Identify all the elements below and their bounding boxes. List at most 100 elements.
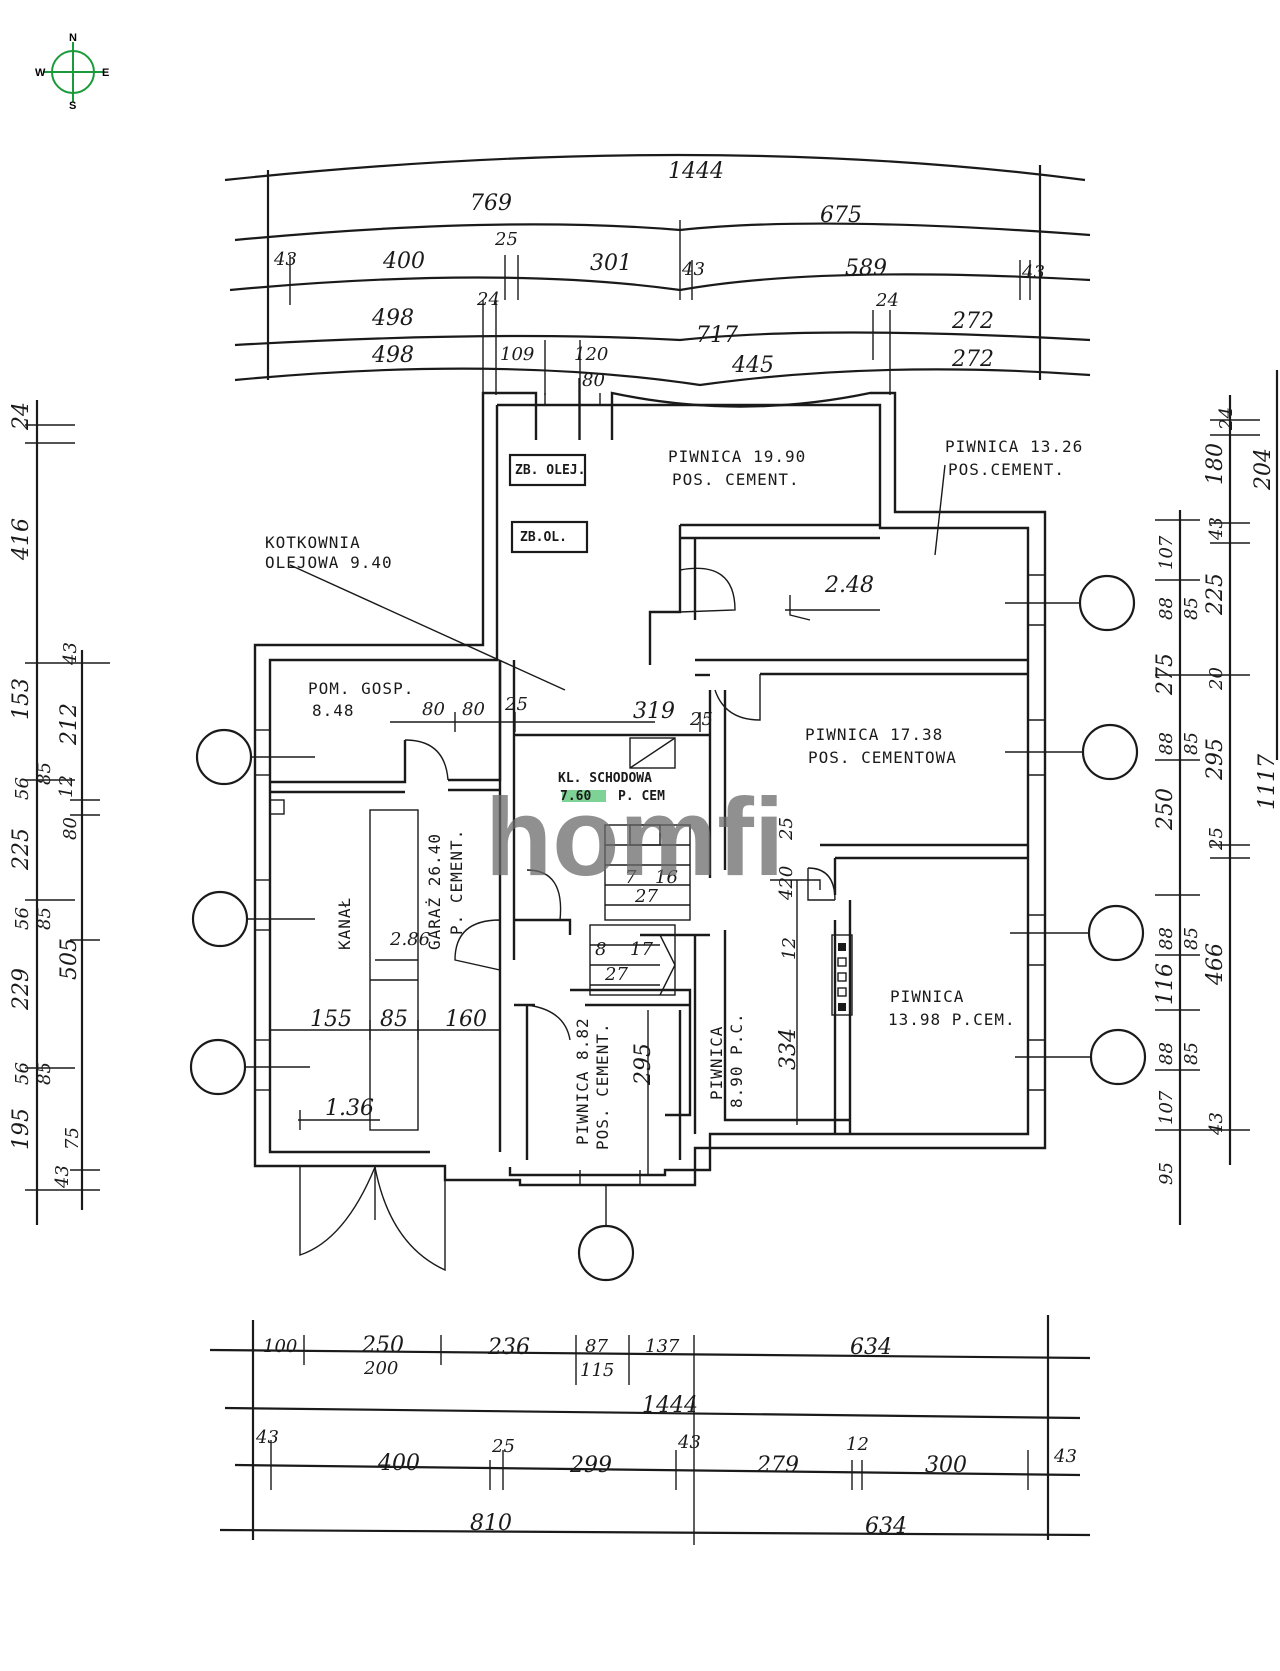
- bot-dim-r1-0: 100: [263, 1336, 297, 1357]
- left-dim-outer-3: 56: [12, 777, 33, 800]
- bot-dim-r3-7: 300: [925, 1453, 967, 1478]
- label-piwnica-890-area: 8.90 P.C.: [727, 1012, 746, 1108]
- bot-dim-r3-1: 400: [377, 1451, 420, 1476]
- stair-2c: 27: [604, 964, 628, 985]
- top-dim-r3-3: 301: [590, 251, 632, 276]
- left-dim-outer-9: 43: [52, 1165, 73, 1189]
- top-dim-total: 1444: [668, 159, 724, 184]
- top-dim-r3-1: 400: [382, 249, 425, 274]
- top-dim-r5-2: 120: [574, 344, 608, 365]
- dim-25b: 25: [689, 709, 713, 730]
- left-dim-inner-5: 85: [34, 907, 55, 930]
- label-kl-schodowa: KL. SCHODOWA: [558, 771, 652, 786]
- top-dim-r4-3: 24: [875, 290, 899, 311]
- label-piwnica-882: PIWNICA 8.82: [573, 1017, 592, 1145]
- top-dim-r5-0: 498: [371, 343, 414, 368]
- top-dim-r3-6: 43: [1021, 262, 1045, 283]
- left-dim-outer-8: 195: [9, 1108, 34, 1150]
- right-dim-outer-5: 250: [1153, 788, 1178, 831]
- left-dimension-lines: 24 416 153 56 225 56 229 56 195 43 43 21…: [9, 400, 110, 1225]
- dim-155: 155: [310, 1007, 352, 1032]
- storage-boxes: [269, 453, 853, 1016]
- bot-dim-r3-5: 279: [756, 1453, 799, 1478]
- top-dim-r5-5: 272: [951, 347, 994, 372]
- compass-e: E: [102, 67, 109, 79]
- room-labels: PIWNICA 19.90 POS. CEMENT. PIWNICA 13.26…: [265, 437, 1083, 1150]
- label-kotlownia-1: KOTKOWNIA: [265, 533, 361, 552]
- top-dim-675: 675: [820, 203, 862, 228]
- right-dim-outer-0: 24: [1216, 407, 1237, 431]
- bottom-dimension-lines: 100 250 200 236 87 115 137 634 1444 43 4…: [209, 1315, 1091, 1545]
- bot-dim-r4-1: 634: [865, 1514, 907, 1539]
- top-dim-r4-2: 717: [696, 323, 738, 348]
- right-dim-mid-1: 43: [1206, 517, 1227, 541]
- bot-dim-r1-4: 87: [585, 1336, 608, 1357]
- right-dim-outer-9: 107: [1156, 1090, 1177, 1125]
- label-piwnica-1326: PIWNICA 13.26: [945, 437, 1083, 456]
- label-kl-schodowa-floor: P. CEM: [618, 789, 665, 804]
- dim-25c: 25: [776, 817, 797, 841]
- compass-n: N: [69, 32, 77, 44]
- bot-dim-r1-6: 137: [645, 1336, 680, 1357]
- label-piwnica-1990-floor: POS. CEMENT.: [672, 470, 800, 489]
- dim-80a: 80: [422, 699, 445, 720]
- right-dim-outer-6: 88: [1156, 927, 1177, 950]
- label-zb-ol: ZB.OL.: [520, 530, 567, 545]
- stair-1b: 16: [655, 867, 678, 888]
- label-garaz: GARAŻ 26.40: [425, 833, 444, 950]
- doors: [299, 567, 836, 1272]
- bot-dim-r4-0: 810: [470, 1511, 512, 1536]
- bot-dim-r1-1: 250: [361, 1333, 404, 1358]
- label-kotlownia-2: OLEJOWA 9.40: [265, 553, 393, 572]
- top-dim-r4-4: 272: [951, 309, 994, 334]
- dim-420: 420: [776, 866, 797, 901]
- interior-dims: 2.48 2.86 1.36 80 80 25 319 25 155 85 16…: [310, 573, 874, 1121]
- right-dim-outer-1: 107: [1156, 535, 1177, 570]
- compass-icon: N S W E: [35, 32, 109, 112]
- left-dim-outer-0: 24: [9, 402, 34, 431]
- bot-dim-r3-3: 299: [569, 1453, 612, 1478]
- right-dim-mid-3: 20: [1206, 667, 1227, 691]
- dim-80b: 80: [462, 699, 485, 720]
- label-pom-gosp-area: 8.48: [312, 701, 355, 720]
- right-dim-outer-10: 95: [1156, 1162, 1177, 1185]
- bot-dim-r3-4: 43: [677, 1432, 701, 1453]
- left-dim-outer-1: 416: [9, 518, 34, 561]
- dim-295: 295: [631, 1043, 656, 1086]
- kanal-channel: [369, 809, 419, 1131]
- stairs: [589, 737, 691, 996]
- bot-dim-total: 1444: [642, 1393, 698, 1418]
- left-dim-inner-8: 75: [62, 1127, 83, 1150]
- bot-dim-r3-6: 12: [846, 1434, 869, 1455]
- left-dim-inner-1: 212: [57, 703, 82, 746]
- label-piwnica-1738: PIWNICA 17.38: [805, 725, 943, 744]
- right-dim-mid-7: 85: [1181, 1042, 1202, 1065]
- stair-2a: 8: [595, 939, 606, 960]
- bot-dim-r3-2: 25: [491, 1436, 515, 1457]
- label-piwnica-882-floor: POS. CEMENT.: [593, 1022, 612, 1150]
- interior-dim-lines: [270, 378, 946, 1175]
- right-dim-outer-7: 116: [1153, 963, 1178, 1005]
- left-dim-outer-7: 56: [12, 1062, 33, 1085]
- dim-334: 334: [776, 1028, 801, 1070]
- right-dim-far-0: 204: [1251, 448, 1276, 491]
- label-zb-olej: ZB. OLEJ.: [515, 463, 585, 478]
- right-dim-mid-6: 85: [1181, 927, 1202, 950]
- right-dim-far-2: 295: [1203, 738, 1228, 781]
- dim-160: 160: [445, 1007, 487, 1032]
- watermark-logo: homfi: [485, 776, 784, 899]
- windows: [255, 393, 1045, 1185]
- right-dimension-lines: 24 107 88 275 88 250 88 116 88 107 95 18…: [1153, 370, 1280, 1225]
- compass-s: S: [69, 100, 76, 112]
- top-dim-r5-1: 109: [500, 344, 534, 365]
- bot-dim-r1-5: 115: [580, 1360, 614, 1381]
- top-dim-r3-2: 25: [494, 229, 518, 250]
- dim-25a: 25: [504, 694, 528, 715]
- right-dim-far-1: 225: [1203, 573, 1228, 616]
- left-dim-inner-6: 505: [57, 938, 82, 980]
- right-dim-outer-8: 88: [1156, 1042, 1177, 1065]
- right-dim-far-3: 466: [1203, 943, 1228, 986]
- top-dim-r3-5: 589: [845, 256, 887, 281]
- right-dim-mid-2: 85: [1181, 597, 1202, 620]
- dim-136: 1.36: [325, 1096, 374, 1121]
